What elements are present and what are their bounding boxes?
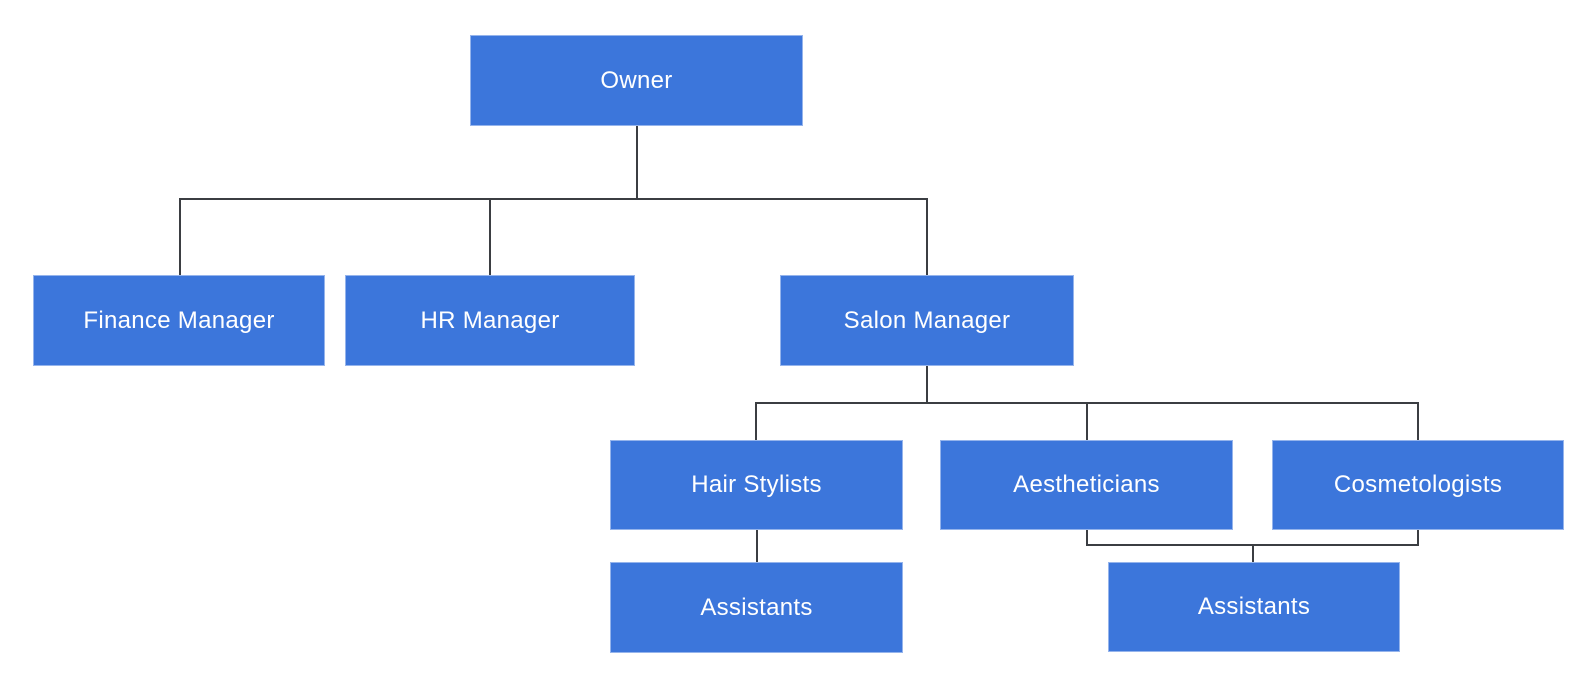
- connector-hair-stylists-in: [755, 404, 757, 440]
- connector-owner-children-bus: [179, 198, 928, 200]
- node-assistants-hair[interactable]: Assistants: [610, 562, 903, 653]
- node-hr-manager-label: HR Manager: [420, 306, 560, 334]
- node-assistants-beauty[interactable]: Assistants: [1108, 562, 1400, 652]
- connector-assistants-beauty-in: [1252, 546, 1254, 562]
- node-salon-manager[interactable]: Salon Manager: [780, 275, 1074, 366]
- node-assistants-hair-label: Assistants: [700, 593, 813, 621]
- node-salon-manager-label: Salon Manager: [843, 306, 1011, 334]
- node-hr-manager[interactable]: HR Manager: [345, 275, 635, 366]
- connector-finance-manager-in: [179, 200, 181, 275]
- connector-cosmetologists-in: [1417, 404, 1419, 440]
- connector-assistants-join-bus: [1086, 544, 1419, 546]
- connector-aestheticians-out: [1086, 528, 1088, 546]
- node-finance-manager-label: Finance Manager: [83, 306, 275, 334]
- node-cosmetologists[interactable]: Cosmetologists: [1272, 440, 1564, 530]
- connector-hair-stylists-out: [756, 529, 758, 562]
- node-owner[interactable]: Owner: [470, 35, 803, 126]
- node-aestheticians-label: Aestheticians: [1013, 471, 1160, 498]
- node-cosmetologists-label: Cosmetologists: [1333, 471, 1503, 498]
- connector-salon-manager-out: [926, 366, 928, 404]
- node-finance-manager[interactable]: Finance Manager: [33, 275, 325, 366]
- node-hair-stylists[interactable]: Hair Stylists: [610, 440, 903, 530]
- connector-hr-manager-in: [489, 200, 491, 275]
- connector-owner-out: [636, 126, 638, 200]
- node-hair-stylists-label: Hair Stylists: [691, 471, 822, 498]
- connector-salon-children-bus: [755, 402, 1419, 404]
- node-owner-label: Owner: [600, 66, 673, 94]
- connector-aestheticians-in: [1086, 404, 1088, 440]
- node-assistants-beauty-label: Assistants: [1197, 593, 1311, 620]
- connector-cosmetologists-out: [1417, 528, 1419, 546]
- node-aestheticians[interactable]: Aestheticians: [940, 440, 1233, 530]
- connector-salon-manager-in: [926, 200, 928, 275]
